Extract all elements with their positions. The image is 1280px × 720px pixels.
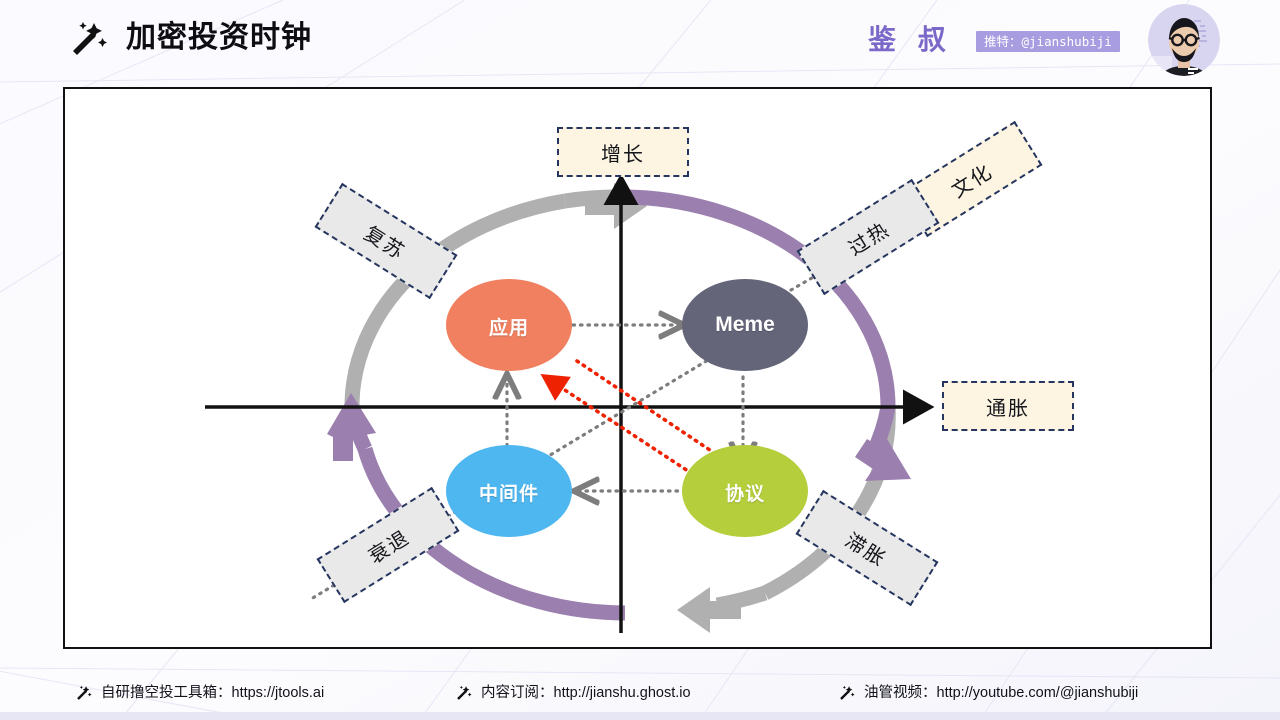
page-title: 加密投资时钟 <box>126 21 312 54</box>
magic-wand-sparkle-icon <box>840 685 855 700</box>
node-protocol-label: 协议 <box>724 484 765 505</box>
magic-wand-sparkle-icon <box>77 685 92 700</box>
magic-wand-sparkle-icon <box>73 22 107 55</box>
node-meme[interactable] <box>682 279 808 371</box>
connector-protocol-to-app <box>540 374 763 521</box>
axis-label-inflation: 通胀 <box>942 381 1074 431</box>
footer-link-jtools[interactable]: 自研撸空投工具箱：https://jtools.ai <box>75 684 324 702</box>
footer-link-youtube[interactable]: 油管视频：http://youtube.com/@jianshubiji <box>838 684 1138 702</box>
node-middleware[interactable] <box>446 445 572 537</box>
node-app[interactable] <box>446 279 572 371</box>
slide-footer: 自研撸空投工具箱：https://jtools.ai 内容订阅：http://j… <box>0 672 1280 720</box>
avatar <box>1148 4 1220 76</box>
footer-link-ghost[interactable]: 内容订阅：http://jianshu.ghost.io <box>455 684 691 702</box>
footer-link-text: 内容订阅：http://jianshu.ghost.io <box>481 685 691 701</box>
node-meme-label: Meme <box>715 313 775 336</box>
twitter-handle-badge: 推特：@jianshubiji <box>976 31 1120 52</box>
diagram-frame: 应用 Meme 中间件 协议 增长 通胀 文化 复苏 过热 滞胀 衰退 <box>63 87 1212 649</box>
author-name: 鉴 叔 <box>868 24 953 55</box>
node-protocol[interactable] <box>682 445 808 537</box>
magic-wand-sparkle-icon <box>457 685 472 700</box>
node-middleware-label: 中间件 <box>478 484 539 505</box>
slide-header: 加密投资时钟 鉴 叔 推特：@jianshubiji <box>0 0 1280 78</box>
node-app-label: 应用 <box>488 318 529 339</box>
footer-link-text: 油管视频：http://youtube.com/@jianshubiji <box>864 685 1139 701</box>
axis-label-growth: 增长 <box>557 127 689 177</box>
footer-link-text: 自研撸空投工具箱：https://jtools.ai <box>101 685 325 701</box>
